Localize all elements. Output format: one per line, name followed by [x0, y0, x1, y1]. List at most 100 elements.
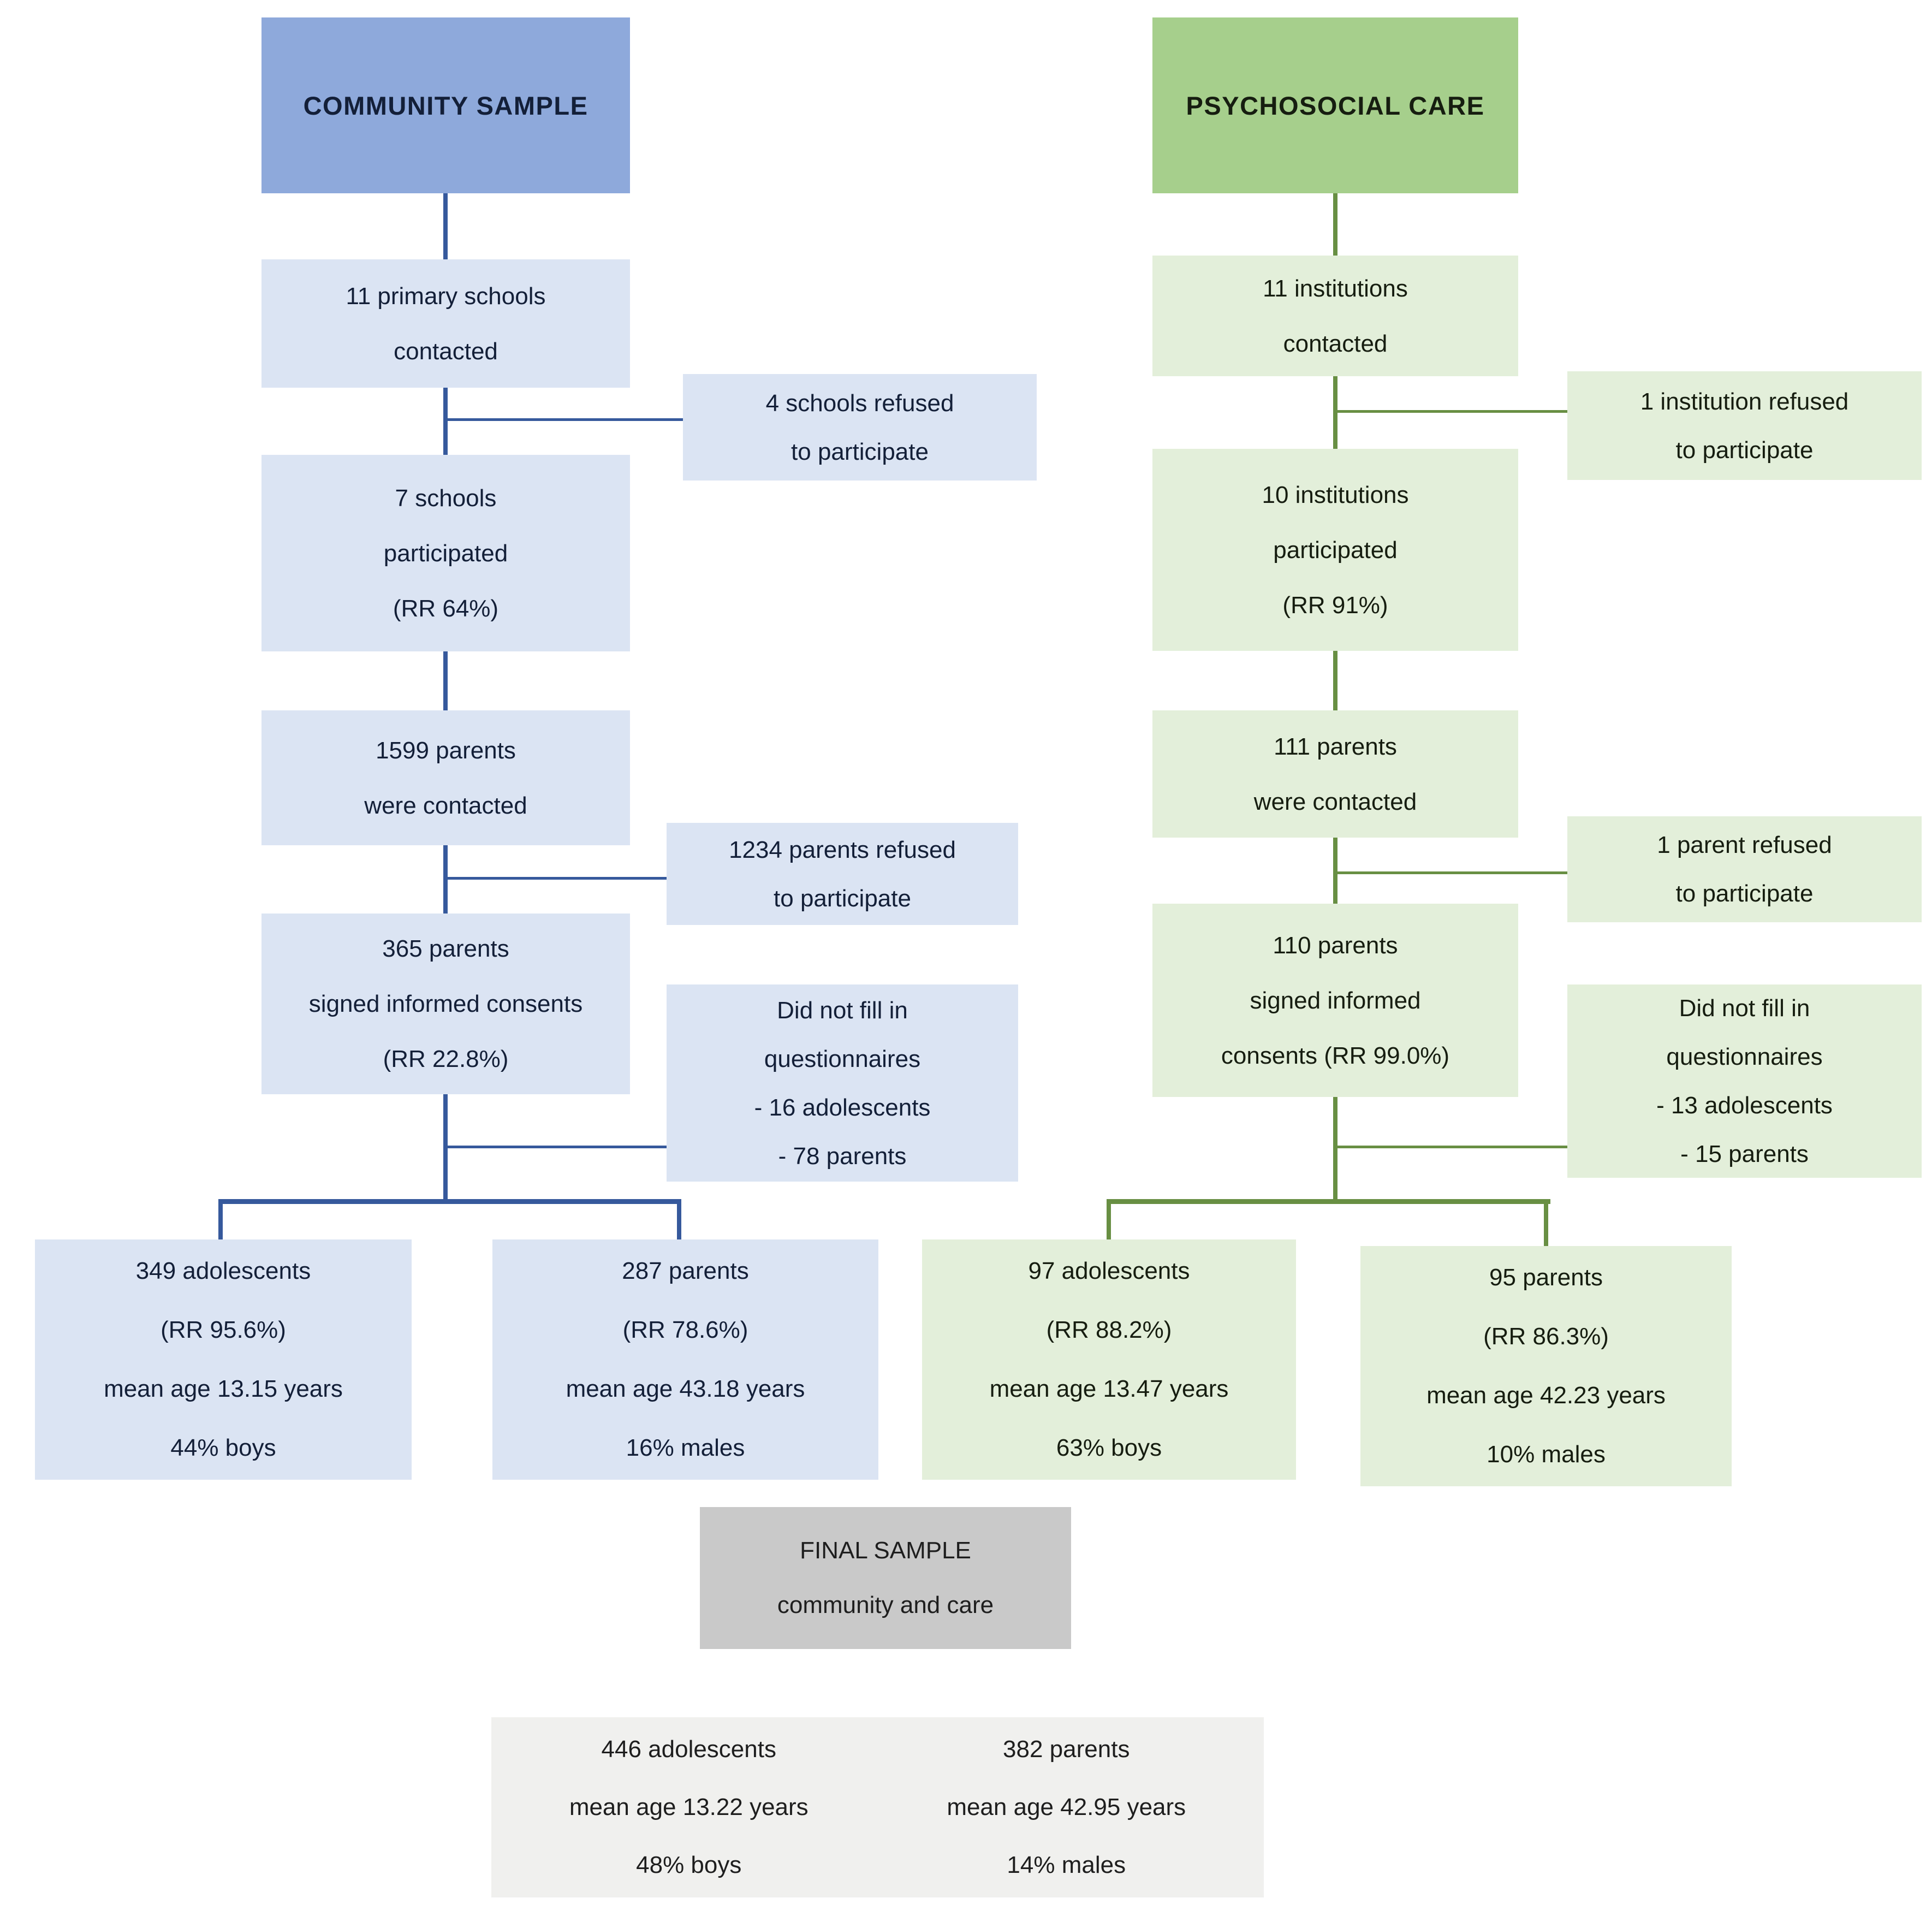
box-line: questionnaires: [764, 1045, 921, 1072]
box-line: - 16 adolescents: [754, 1094, 931, 1121]
box-line: 10% males: [1487, 1441, 1606, 1468]
final-sample-header-box: FINAL SAMPLE community and care: [700, 1507, 1071, 1649]
community-consents-box: 365 parents signed informed consents (RR…: [261, 914, 630, 1094]
box-line: 16% males: [626, 1434, 745, 1461]
community-schools-refused-box: 4 schools refused to participate: [683, 374, 1037, 481]
header-label: COMMUNITY SAMPLE: [303, 91, 588, 120]
box-line: mean age 42.23 years: [1426, 1382, 1666, 1409]
box-line: to participate: [791, 438, 929, 465]
box-line: contacted: [1283, 330, 1388, 357]
box-line: mean age 13.15 years: [104, 1375, 343, 1402]
box-line: questionnaires: [1666, 1043, 1823, 1070]
care-adolescents-result-box: 97 adolescents (RR 88.2%) mean age 13.47…: [922, 1239, 1296, 1480]
box-line: signed informed consents: [308, 990, 583, 1017]
box-line: 287 parents: [622, 1257, 749, 1284]
box-line: participated: [383, 539, 508, 567]
header-label: PSYCHOSOCIAL CARE: [1186, 91, 1485, 120]
community-parents-refused-box: 1234 parents refused to participate: [667, 823, 1018, 925]
box-line: 365 parents: [382, 935, 509, 962]
care-parent-refused-box: 1 parent refused to participate: [1567, 816, 1922, 922]
box-line: 4 schools refused: [765, 389, 954, 417]
box-line: 446 adolescents: [601, 1736, 776, 1763]
box-line: 44% boys: [170, 1434, 276, 1461]
box-line: 382 parents: [1003, 1736, 1130, 1763]
connector-line: [1333, 838, 1337, 904]
connector-line: [1107, 1199, 1550, 1204]
connector-line: [443, 651, 448, 710]
connector-line: [445, 418, 683, 421]
connector-line: [445, 877, 667, 880]
community-header-box: COMMUNITY SAMPLE: [261, 17, 630, 193]
care-institutions-participated-box: 10 institutions participated (RR 91%): [1152, 449, 1518, 651]
box-line: (RR 64%): [393, 595, 499, 622]
box-line: to participate: [1675, 880, 1814, 907]
box-line: (RR 78.6%): [622, 1316, 748, 1343]
connector-line: [443, 193, 448, 259]
box-line: were contacted: [1253, 788, 1417, 815]
care-no-questionnaire-box: Did not fill in questionnaires - 13 adol…: [1567, 984, 1922, 1178]
box-line: participated: [1273, 536, 1398, 563]
final-summary-box: 446 adolescents mean age 13.22 years 48%…: [491, 1717, 1264, 1897]
box-line: mean age 13.22 years: [569, 1794, 809, 1820]
box-line: to participate: [774, 885, 911, 912]
box-line: Did not fill in: [1679, 995, 1810, 1022]
box-line: community and care: [777, 1592, 994, 1618]
community-parents-result-box: 287 parents (RR 78.6%) mean age 43.18 ye…: [492, 1239, 878, 1480]
box-line: (RR 95.6%): [160, 1316, 286, 1343]
care-institution-refused-box: 1 institution refused to participate: [1567, 371, 1922, 480]
connector-line: [677, 1199, 681, 1239]
box-line: 10 institutions: [1262, 481, 1409, 508]
connector-line: [1333, 193, 1337, 256]
connector-line: [218, 1199, 681, 1204]
connector-line: [1335, 871, 1567, 874]
community-schools-participated-box: 7 schools participated (RR 64%): [261, 455, 630, 651]
box-line: (RR 22.8%): [383, 1046, 509, 1072]
box-line: mean age 42.95 years: [947, 1794, 1186, 1820]
box-line: (RR 91%): [1282, 591, 1388, 619]
box-line: - 15 parents: [1680, 1141, 1809, 1167]
connector-line: [218, 1199, 223, 1239]
box-line: - 78 parents: [778, 1142, 907, 1170]
box-line: - 13 adolescents: [1656, 1092, 1833, 1119]
box-line: 95 parents: [1489, 1264, 1603, 1291]
care-institutions-contacted-box: 11 institutions contacted: [1152, 256, 1518, 376]
box-line: 1 parent refused: [1657, 832, 1832, 858]
community-adolescents-result-box: 349 adolescents (RR 95.6%) mean age 13.1…: [35, 1239, 412, 1480]
box-line: were contacted: [364, 792, 527, 819]
box-line: 110 parents: [1273, 932, 1398, 959]
box-line: contacted: [394, 337, 498, 365]
box-line: 97 adolescents: [1028, 1257, 1190, 1284]
care-parents-result-box: 95 parents (RR 86.3%) mean age 42.23 yea…: [1360, 1246, 1732, 1486]
box-line: FINAL SAMPLE: [800, 1537, 971, 1564]
box-line: 63% boys: [1056, 1434, 1162, 1461]
box-line: Did not fill in: [777, 996, 908, 1024]
box-line: 1599 parents: [376, 737, 516, 764]
box-line: 1234 parents refused: [729, 836, 956, 863]
box-line: mean age 13.47 years: [989, 1375, 1229, 1402]
connector-line: [1107, 1199, 1111, 1239]
box-line: (RR 88.2%): [1046, 1316, 1172, 1343]
connector-line: [445, 1146, 667, 1148]
connector-line: [1544, 1199, 1548, 1246]
psychosocial-header-box: PSYCHOSOCIAL CARE: [1152, 17, 1518, 193]
box-line: to participate: [1675, 436, 1814, 464]
box-line: 1 institution refused: [1640, 388, 1849, 415]
connector-line: [1333, 651, 1337, 710]
community-parents-contacted-box: 1599 parents were contacted: [261, 710, 630, 845]
community-no-questionnaire-box: Did not fill in questionnaires - 16 adol…: [667, 984, 1018, 1182]
box-line: 11 institutions: [1263, 275, 1408, 302]
connector-line: [1335, 410, 1567, 413]
care-parents-contacted-box: 111 parents were contacted: [1152, 710, 1518, 838]
box-line: 111 parents: [1274, 733, 1397, 760]
connector-line: [1335, 1146, 1567, 1148]
box-line: mean age 43.18 years: [566, 1375, 805, 1402]
care-consents-box: 110 parents signed informed consents (RR…: [1152, 904, 1518, 1097]
box-line: (RR 86.3%): [1483, 1323, 1609, 1350]
box-line: consents (RR 99.0%): [1221, 1042, 1450, 1069]
box-line: signed informed: [1250, 987, 1421, 1014]
connector-line: [443, 388, 448, 455]
final-summary-adolescents: 446 adolescents mean age 13.22 years 48%…: [500, 1721, 878, 1894]
box-line: 11 primary schools: [346, 282, 546, 310]
box-line: 48% boys: [636, 1852, 742, 1878]
